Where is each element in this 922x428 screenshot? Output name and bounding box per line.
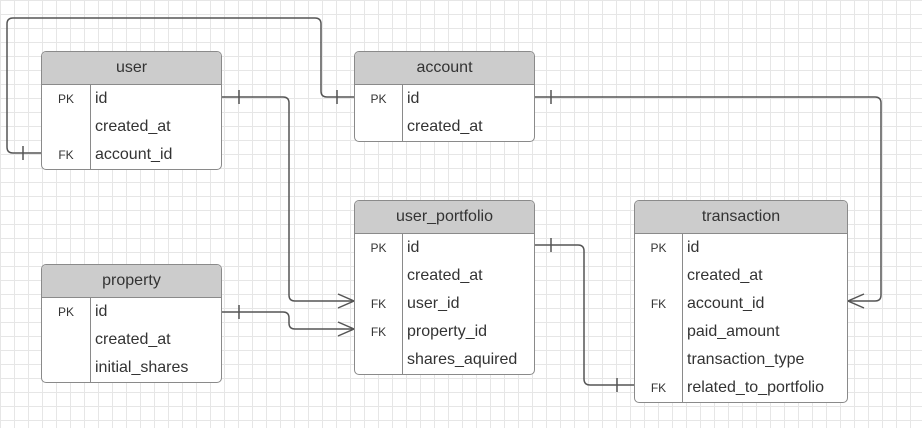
key-badge: PK <box>635 234 683 262</box>
entity-row[interactable]: created_at <box>355 262 534 290</box>
key-badge: FK <box>355 318 403 346</box>
entity-user-portfolio[interactable]: user_portfolio PK id created_at FK user_… <box>354 200 535 375</box>
key-badge: FK <box>635 290 683 318</box>
entity-row[interactable]: created_at <box>355 113 534 141</box>
connector-portfolio-transaction <box>535 244 634 386</box>
key-badge <box>355 346 403 374</box>
entity-row[interactable]: initial_shares <box>42 354 221 382</box>
entity-row[interactable]: FK related_to_portfolio <box>635 374 847 402</box>
key-badge <box>42 354 91 382</box>
entity-account[interactable]: account PK id created_at <box>354 51 535 142</box>
key-badge: PK <box>355 234 403 262</box>
key-badge: PK <box>355 85 403 113</box>
field-name: related_to_portfolio <box>687 379 824 396</box>
entity-row[interactable]: FK property_id <box>355 318 534 346</box>
key-badge <box>42 113 91 141</box>
field-name: id <box>407 90 420 107</box>
connector-account-transaction-many-mark <box>846 293 865 309</box>
field-name: created_at <box>687 267 763 284</box>
entity-property[interactable]: property PK id created_at initial_shares <box>41 264 222 383</box>
field-name: id <box>95 90 108 107</box>
key-badge <box>635 318 683 346</box>
key-badge: FK <box>42 141 91 169</box>
field-name: transaction_type <box>687 351 805 368</box>
entity-row[interactable]: FK user_id <box>355 290 534 318</box>
entity-row[interactable]: transaction_type <box>635 346 847 374</box>
key-badge: FK <box>635 374 683 402</box>
field-name: id <box>687 239 700 256</box>
entity-title: account <box>355 52 534 85</box>
entity-row[interactable]: PK id <box>42 298 221 326</box>
entity-row[interactable]: FK account_id <box>42 141 221 169</box>
entity-title: user_portfolio <box>355 201 534 234</box>
field-name: user_id <box>407 295 460 312</box>
key-badge <box>42 326 91 354</box>
field-name: shares_aquired <box>407 351 518 368</box>
key-badge <box>635 346 683 374</box>
field-name: paid_amount <box>687 323 780 340</box>
field-name: property_id <box>407 323 488 340</box>
entity-row[interactable]: shares_aquired <box>355 346 534 374</box>
entity-user[interactable]: user PK id created_at FK account_id <box>41 51 222 170</box>
key-badge: PK <box>42 85 91 113</box>
entity-title: transaction <box>635 201 847 234</box>
entity-row[interactable]: FK account_id <box>635 290 847 318</box>
entity-row[interactable]: created_at <box>42 113 221 141</box>
field-name: created_at <box>407 267 483 284</box>
entity-row[interactable]: PK id <box>355 85 534 113</box>
entity-row[interactable]: created_at <box>635 262 847 290</box>
field-name: created_at <box>95 331 171 348</box>
field-name: created_at <box>95 118 171 135</box>
field-name: id <box>95 303 108 320</box>
field-name: initial_shares <box>95 359 189 376</box>
entity-row[interactable]: paid_amount <box>635 318 847 346</box>
field-name: account_id <box>687 295 765 312</box>
field-name: account_id <box>95 146 173 163</box>
entity-title: property <box>42 265 221 298</box>
connector-account-transaction <box>535 96 882 302</box>
key-badge: PK <box>42 298 91 326</box>
connector-property-portfolio <box>222 311 354 330</box>
field-name: id <box>407 239 420 256</box>
entity-row[interactable]: PK id <box>635 234 847 262</box>
key-badge <box>355 113 403 141</box>
entity-row[interactable]: created_at <box>42 326 221 354</box>
connector-user-account <box>6 17 354 154</box>
connector-user-portfolio <box>222 96 354 302</box>
entity-title: user <box>42 52 221 85</box>
key-badge: FK <box>355 290 403 318</box>
field-name: created_at <box>407 118 483 135</box>
key-badge <box>355 262 403 290</box>
entity-row[interactable]: PK id <box>355 234 534 262</box>
entity-row[interactable]: PK id <box>42 85 221 113</box>
key-badge <box>635 262 683 290</box>
entity-transaction[interactable]: transaction PK id created_at FK account_… <box>634 200 848 403</box>
